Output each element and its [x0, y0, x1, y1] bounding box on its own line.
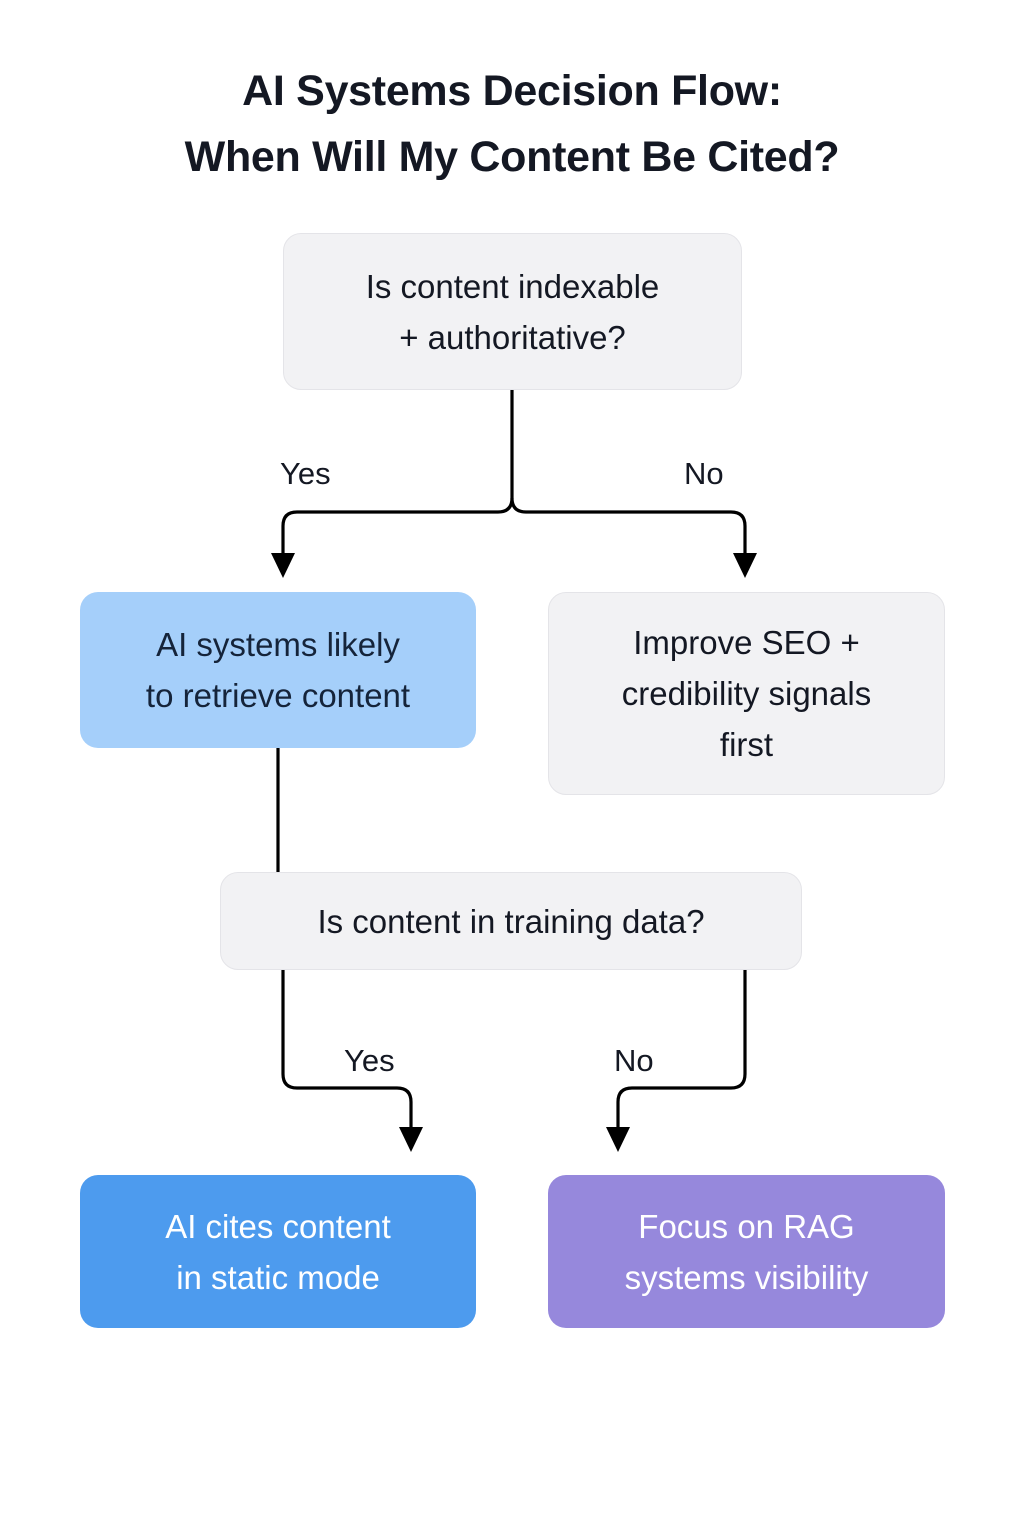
node-q1-line-2: + authoritative?	[399, 318, 626, 356]
node-seo-line-2: credibility signals	[621, 675, 872, 712]
node-static-line-2: in static mode	[176, 1258, 380, 1296]
node-static-line-1: AI cites content	[165, 1207, 391, 1245]
arrowhead-q1-no	[733, 553, 757, 578]
edge-label-no-training-data: No	[614, 1043, 654, 1078]
node-seo-line-1: Improve SEO +	[633, 624, 860, 661]
node-q1-line-1: Is content indexable	[365, 267, 660, 305]
connector-q1-no	[510, 497, 747, 562]
edge-label-no-indexable: No	[684, 456, 724, 491]
node-ai-systems-likely-retrieve[interactable]: AI systems likely to retrieve content	[80, 592, 476, 748]
node-retrieve-line-2: to retrieve content	[145, 677, 411, 714]
edge-label-yes-training-data: Yes	[344, 1043, 395, 1078]
node-seo-line-3: first	[719, 726, 774, 763]
edge-label-yes-indexable: Yes	[280, 456, 331, 491]
node-rag-line-2: systems visibility	[624, 1258, 869, 1296]
connector-q1-yes	[281, 497, 514, 562]
arrowhead-q1-yes	[271, 553, 295, 578]
node-is-content-in-training-data[interactable]: Is content in training data?	[220, 872, 802, 970]
node-improve-seo-credibility[interactable]: Improve SEO + credibility signals first	[548, 592, 945, 795]
arrowhead-q2-yes	[399, 1127, 423, 1152]
arrowhead-q2-no	[606, 1127, 630, 1152]
node-retrieve-line-1: AI systems likely	[156, 626, 400, 663]
node-is-content-indexable[interactable]: Is content indexable + authoritative?	[283, 233, 742, 390]
node-rag-line-1: Focus on RAG	[638, 1207, 855, 1245]
page-title: AI Systems Decision Flow: When Will My C…	[0, 58, 1024, 190]
node-focus-on-rag-systems-visibility[interactable]: Focus on RAG systems visibility	[548, 1175, 945, 1328]
title-line-1: AI Systems Decision Flow:	[242, 67, 782, 115]
node-ai-cites-content-static-mode[interactable]: AI cites content in static mode	[80, 1175, 476, 1328]
node-q2-line-1: Is content in training data?	[317, 902, 705, 940]
title-line-2: When Will My Content Be Cited?	[184, 133, 840, 181]
